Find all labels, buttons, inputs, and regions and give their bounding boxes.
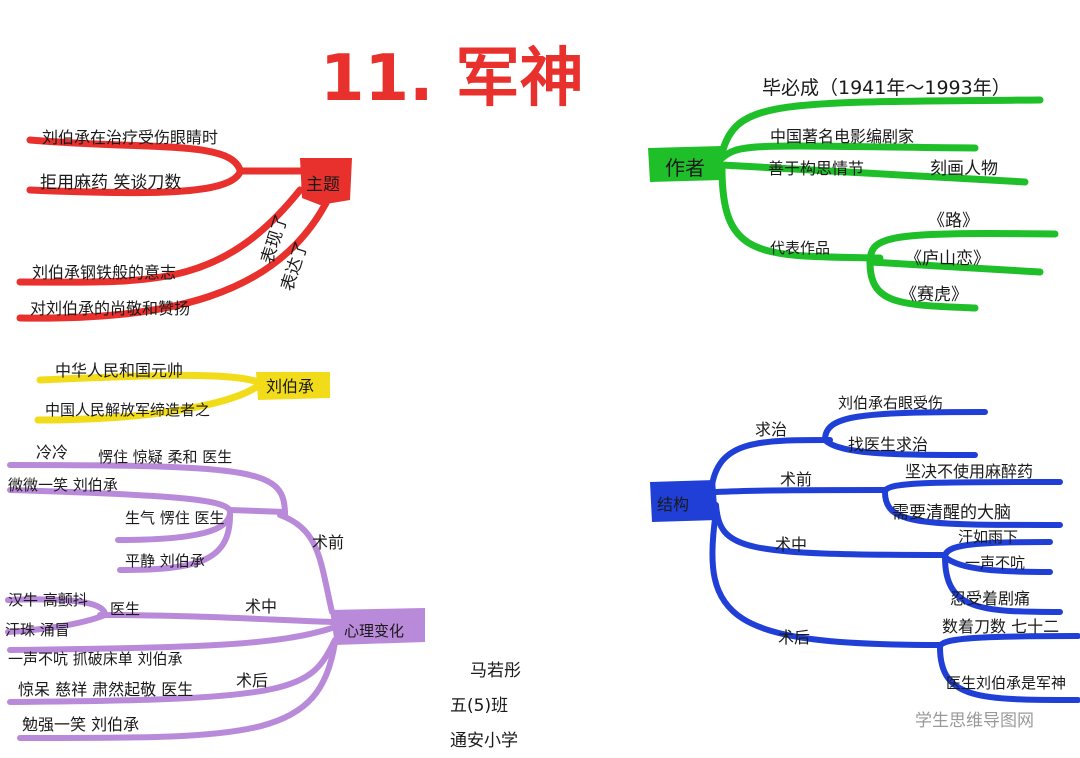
- psych-before-row4: 平静 刘伯承: [125, 552, 205, 570]
- structure-during-item-2: 一声不吭: [965, 554, 1025, 572]
- psych-node-label: 心理变化: [344, 622, 404, 640]
- signature-name: 马若彤: [470, 661, 521, 681]
- structure-seek-item-2: 找医生求治: [848, 435, 928, 454]
- signature-school: 通安小学: [450, 731, 518, 751]
- psych-during-row3: 一声不吭 抓破床单 刘伯承: [8, 650, 183, 668]
- author-work-2: 《庐山恋》: [905, 248, 990, 269]
- psych-after-row2: 勉强一笑 刘伯承: [22, 715, 139, 734]
- structure-after-label: 术后: [778, 628, 810, 647]
- structure-node-box: [650, 480, 718, 522]
- psych-after-row1: 惊呆 慈祥 肃然起敬 医生: [18, 680, 193, 699]
- structure-before-label: 术前: [780, 470, 812, 489]
- theme-item-4: 对刘伯承的尚敬和赞扬: [30, 299, 190, 318]
- person-node-box: [256, 372, 330, 400]
- psych-node-box: [330, 608, 425, 645]
- psych-before-label: 术前: [312, 533, 344, 552]
- author-desc-2a: 善于构思情节: [768, 159, 864, 178]
- structure-branch: 结构 求治 刘伯承右眼受伤 找医生求治 术前 坚决不使用麻醉药 需要清醒的大脑 …: [650, 394, 1080, 703]
- page-title: 11. 军神: [320, 42, 584, 116]
- author-name: 毕必成（1941年～1993年）: [762, 77, 1011, 99]
- psych-before-row3: 生气 愣住 医生: [125, 509, 225, 527]
- psych-before-row1b: 愣住 惊疑 柔和 医生: [98, 448, 232, 466]
- structure-during-label: 术中: [775, 535, 807, 554]
- author-work-1: 《路》: [928, 211, 979, 231]
- theme-item-1: 刘伯承在治疗受伤眼睛时: [42, 128, 218, 147]
- person-branch: 刘伯承 中华人民和国元帅 中国人民解放军缔造者之: [34, 361, 330, 424]
- author-node-box: [648, 146, 722, 182]
- structure-seek-item-1: 刘伯承右眼受伤: [838, 394, 943, 412]
- structure-after-item-2: 医生刘伯承是军神: [946, 674, 1066, 692]
- psych-during-doctor: 医生: [110, 600, 140, 618]
- psych-during-row2: 汗珠 涌冒: [5, 621, 70, 639]
- theme-branch: 主题 表现了 表达了 刘伯承在治疗受伤眼睛时 拒用麻药 笑谈刀数 刘伯承钢铁般的…: [16, 128, 352, 322]
- author-node-label: 作者: [665, 156, 705, 180]
- author-desc-2b: 刻画人物: [930, 159, 998, 179]
- psych-before-row2: 微微一笑 刘伯承: [8, 476, 118, 494]
- author-work-3: 《赛虎》: [900, 284, 968, 305]
- theme-node-label: 主题: [306, 175, 340, 195]
- structure-during-item-3: 忍受着剧痛: [950, 589, 1030, 608]
- author-desc-1: 中国著名电影编剧家: [770, 127, 914, 146]
- psych-during-label: 术中: [245, 597, 277, 616]
- structure-seek-label: 求治: [755, 420, 787, 439]
- structure-before-item-1: 坚决不使用麻醉药: [905, 462, 1033, 481]
- structure-before-item-2: 需要清醒的大脑: [892, 503, 1011, 523]
- watermark: 学生思维导图网: [915, 711, 1034, 731]
- psych-during-row1: 汉牛 高颤抖: [8, 591, 88, 609]
- person-node-label: 刘伯承: [266, 377, 314, 396]
- signature-class: 五(5)班: [450, 696, 508, 716]
- structure-during-item-1: 汗如雨下: [958, 528, 1018, 546]
- author-branch: 作者 毕必成（1941年～1993年） 中国著名电影编剧家 善于构思情节 刻画人…: [648, 77, 1059, 312]
- psych-branch: 心理变化 术前 冷冷 愣住 惊疑 柔和 医生 微微一笑 刘伯承 生气 愣住 医生…: [5, 443, 425, 742]
- theme-node-box: [300, 158, 352, 205]
- structure-after-item-1: 数着刀数 七十二: [942, 617, 1059, 636]
- theme-item-3: 刘伯承钢铁般的意志: [32, 263, 176, 282]
- theme-item-2: 拒用麻药 笑谈刀数: [40, 173, 181, 193]
- psych-before-row1a: 冷冷: [36, 443, 68, 462]
- signature: 马若彤 五(5)班 通安小学: [450, 661, 521, 751]
- person-item-2: 中国人民解放军缔造者之: [45, 401, 210, 419]
- psych-after-label: 术后: [236, 671, 268, 690]
- person-item-1: 中华人民和国元帅: [55, 361, 183, 380]
- structure-node-label: 结构: [657, 495, 689, 514]
- author-works-label: 代表作品: [770, 239, 830, 257]
